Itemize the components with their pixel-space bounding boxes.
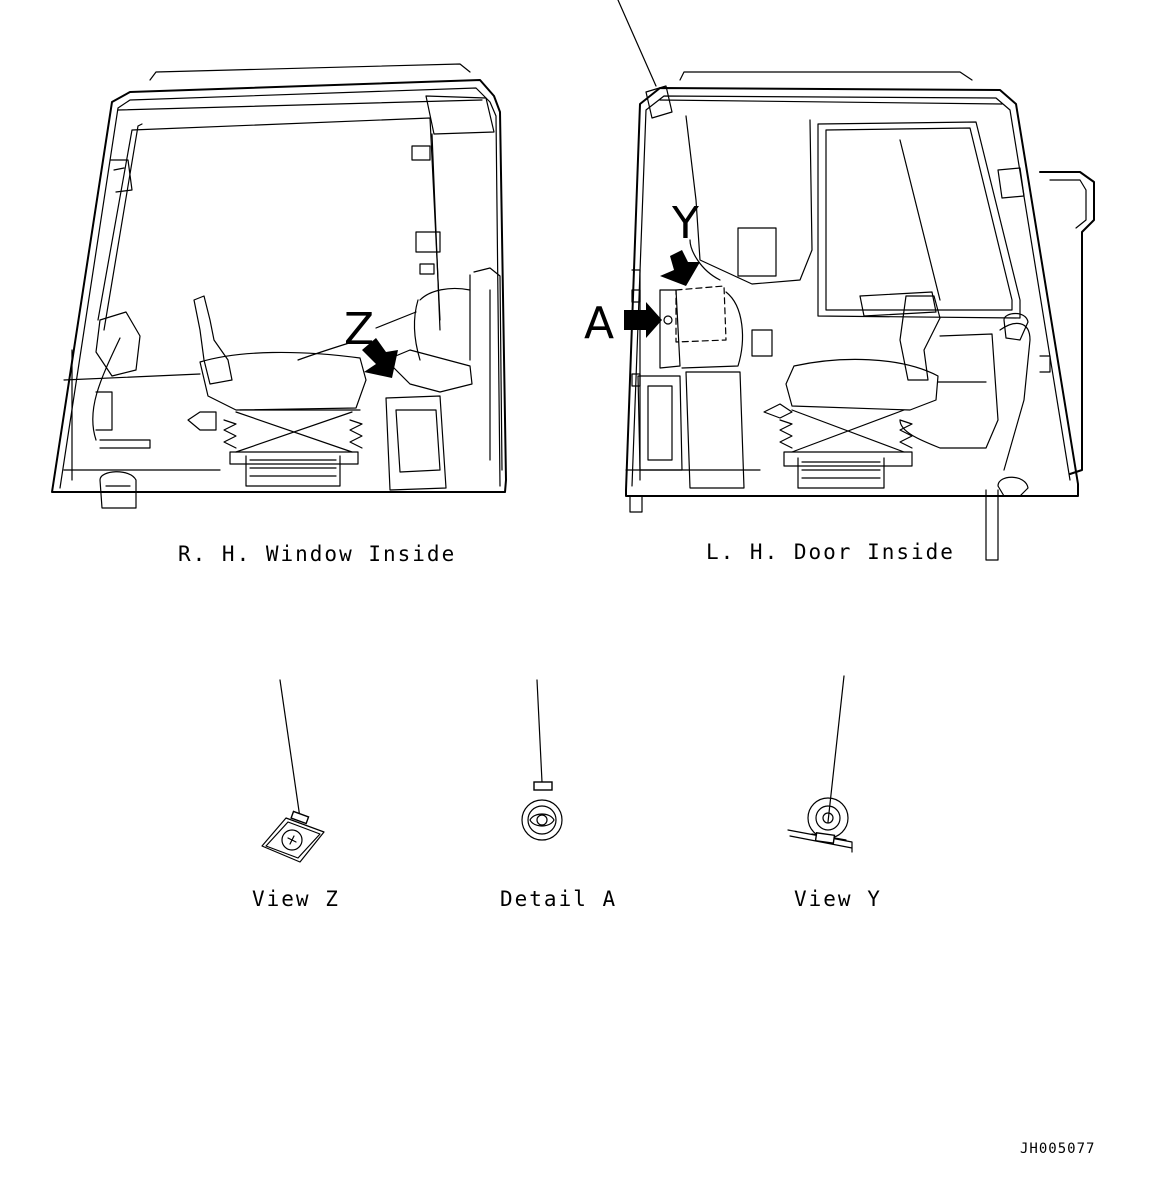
a-callout-arrow	[624, 302, 662, 338]
caption-detail-a: Detail A	[500, 887, 617, 911]
view-y-drawing	[787, 675, 853, 853]
detail-a-drawing	[521, 679, 563, 841]
rh-window-inside-drawing	[51, 63, 507, 509]
caption-lh-door-inside: L. H. Door Inside	[706, 540, 955, 564]
y-callout-arrow	[660, 250, 700, 286]
lh-door-inside-drawing	[617, 0, 1095, 561]
callout-z-label: Z	[344, 304, 374, 355]
caption-rh-window-inside: R. H. Window Inside	[178, 542, 456, 566]
z-callout-arrow	[362, 338, 398, 378]
caption-view-y: View Y	[794, 887, 882, 911]
drawing-code: JH005077	[1020, 1141, 1095, 1157]
callout-y-label: Y	[671, 198, 699, 249]
caption-view-z: View Z	[252, 887, 340, 911]
callout-a-label: A	[584, 298, 614, 349]
view-z-drawing	[261, 679, 325, 863]
